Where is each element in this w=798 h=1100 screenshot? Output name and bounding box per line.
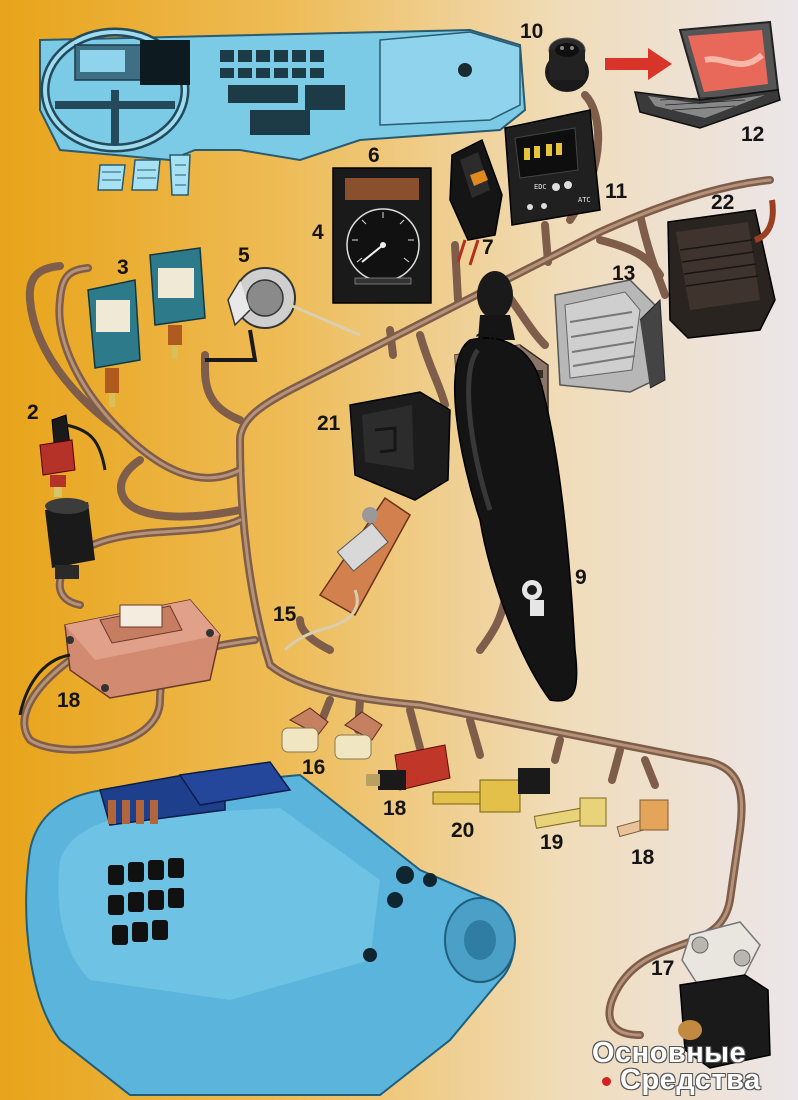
valve-block-13: [554, 279, 666, 393]
callout-label-10: 10: [520, 20, 544, 43]
panel-atc-label: ATC: [578, 196, 591, 204]
panel-edc-label: EDC: [534, 183, 547, 191]
speed-sensors-16: [281, 707, 383, 760]
callout-label-20: 20: [451, 819, 475, 842]
temperature-sensor-19: [533, 797, 607, 829]
callout-label-18-right: 18: [631, 846, 655, 869]
callout-label-13: 13: [612, 262, 636, 285]
diagnostic-connector-10: [545, 37, 589, 92]
callout-label-2: 2: [27, 401, 39, 424]
callout-label-7: 7: [482, 236, 494, 259]
callout-label-18-center: 18: [383, 797, 407, 820]
gearbox-illustration: [25, 761, 516, 1096]
callout-label-9: 9: [575, 566, 587, 589]
callout-label-22: 22: [711, 191, 735, 214]
callout-label-16: 16: [302, 756, 326, 779]
control-unit-22: [667, 199, 776, 339]
position-sensors-3: [87, 247, 206, 407]
callout-label-12: 12: [741, 123, 765, 146]
callout-label-15: 15: [273, 603, 297, 626]
callout-label-3: 3: [117, 256, 129, 279]
callout-label-11: 11: [605, 180, 628, 203]
watermark-line-2: Средства: [620, 1064, 761, 1096]
watermark-line-1: Основные: [592, 1037, 747, 1069]
arrow-right-icon: [605, 48, 672, 80]
callout-label-4: 4: [312, 221, 324, 244]
watermark-dot: [602, 1077, 611, 1086]
solenoid-valve-15: [283, 496, 411, 652]
pressure-sensor-black: [45, 498, 95, 579]
callout-label-17: 17: [651, 957, 675, 980]
solenoid-valve-17: [678, 921, 771, 1069]
temperature-sensor-18-center: [366, 744, 451, 791]
dashboard-illustration: [39, 27, 527, 196]
callout-label-5: 5: [238, 244, 250, 267]
callout-label-21: 21: [317, 412, 341, 435]
callout-label-8: 8: [527, 481, 539, 504]
pressure-sensor-20: [432, 768, 550, 813]
control-box-18: [18, 599, 221, 716]
callout-label-6: 6: [368, 144, 380, 167]
callout-label-19: 19: [540, 831, 564, 854]
temperature-sensor-18-right: [616, 799, 669, 838]
selector-switch-7: [449, 138, 503, 266]
display-panel-11: [504, 109, 601, 226]
callout-label-18-left: 18: [57, 689, 81, 712]
speedometer-tachograph-6: [332, 167, 432, 304]
control-unit-21: [349, 391, 451, 501]
gear-lever-8-9: [454, 271, 578, 702]
pedal-sensor-5: [205, 267, 361, 362]
pressure-switch-2: [39, 414, 107, 497]
laptop-12: [634, 20, 781, 129]
callout-label-14: 14: [475, 329, 499, 352]
